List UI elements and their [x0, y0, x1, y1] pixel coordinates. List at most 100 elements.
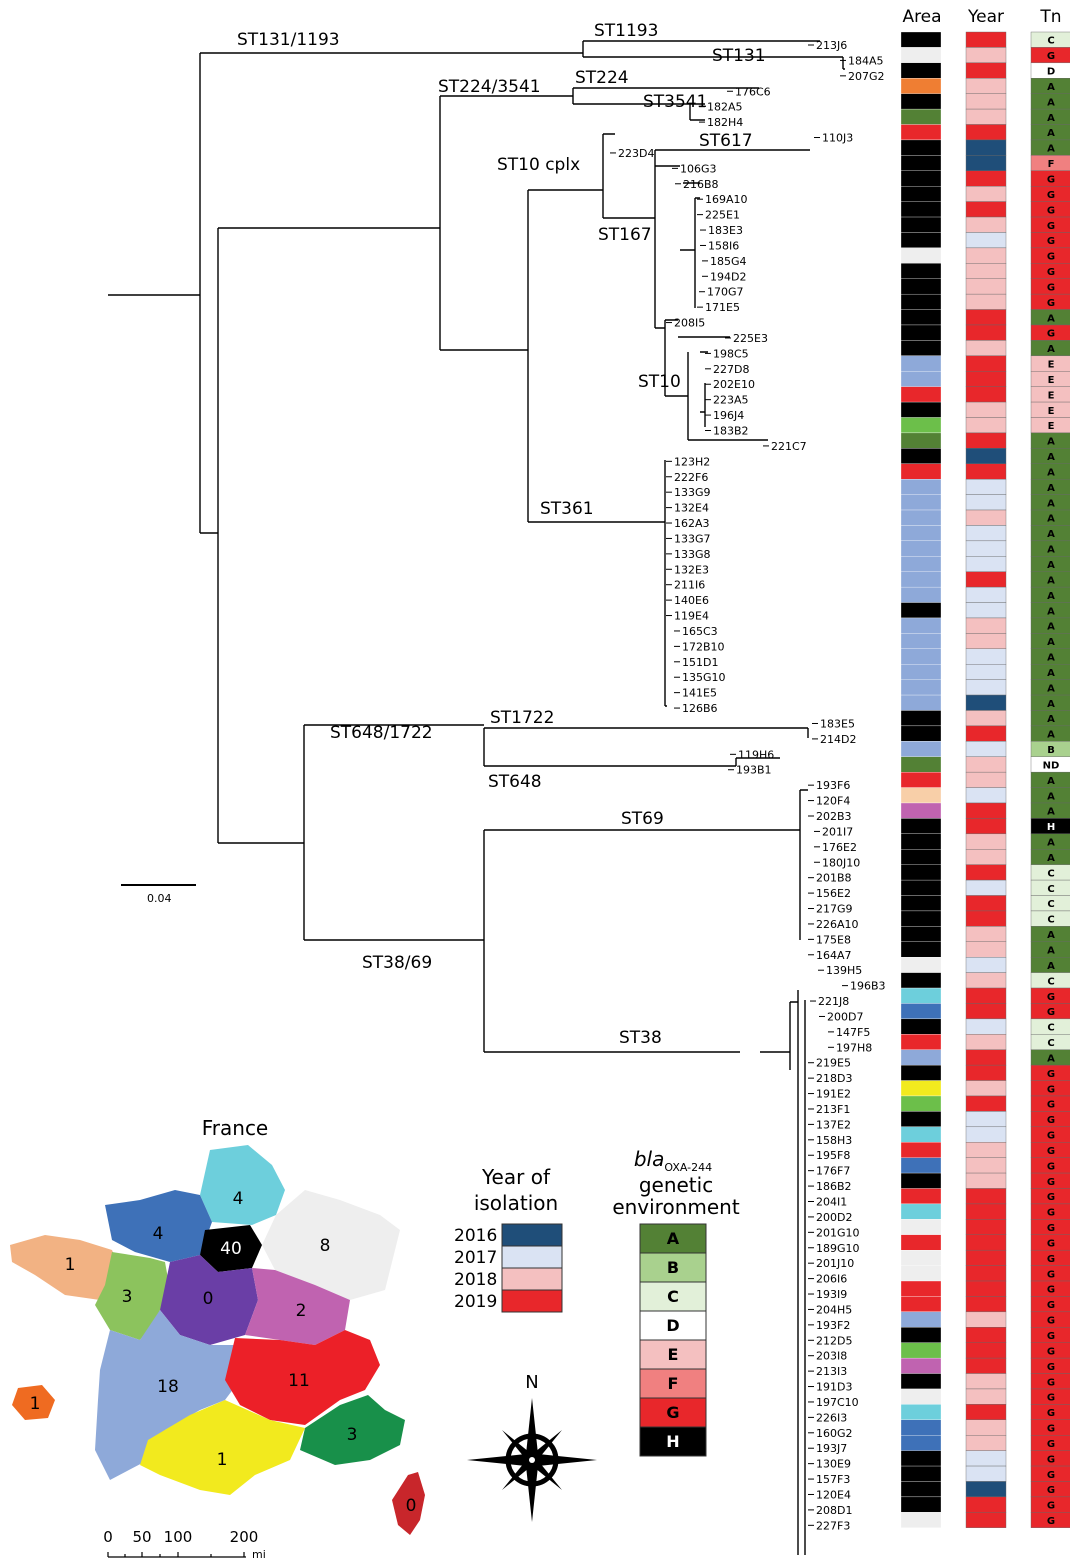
area-cell [900, 1496, 942, 1513]
count-bourgogne: 2 [296, 1301, 307, 1321]
area-cell [900, 62, 942, 79]
area-cell [900, 772, 942, 788]
tn-cell-label: A [1047, 128, 1055, 139]
leaf-label: 218D3 [816, 1072, 852, 1085]
leaf-label: 183B2 [713, 425, 749, 438]
legend-env-swatch [639, 1397, 707, 1428]
area-cell [900, 756, 942, 773]
clade-st1722: ST1722 [490, 708, 554, 728]
tn-cell-label: G [1047, 1316, 1055, 1327]
tn-cell-label: ND [1043, 760, 1060, 771]
tn-cell-label: E [1048, 360, 1055, 371]
leaf-label: 221J8 [818, 995, 849, 1008]
area-cell [900, 355, 942, 372]
year-cell [965, 556, 1007, 572]
leaf-label: 216B8 [683, 178, 719, 191]
tn-cell-label: G [1047, 1084, 1055, 1095]
map-scale-unit: mi [252, 1548, 266, 1560]
clade-st3541: ST3541 [643, 92, 707, 112]
leaf-label: 110J3 [822, 132, 853, 145]
area-cell [900, 1219, 942, 1235]
tn-cell-label: C [1047, 868, 1054, 879]
year-cell [965, 833, 1007, 850]
legend-env-swatch [639, 1310, 707, 1341]
region-nouvelle-aquitaine [95, 1310, 240, 1480]
year-cell [965, 1126, 1007, 1143]
leaf-label: 137E2 [816, 1118, 851, 1131]
area-cell [900, 401, 942, 418]
year-cell [965, 617, 1007, 634]
tn-cell-label: G [1047, 1254, 1055, 1265]
tn-cell-label: C [1047, 1038, 1054, 1049]
tn-cell-label: C [1047, 915, 1054, 926]
area-cell [900, 509, 942, 526]
legend-year-title-2: isolation [474, 1191, 558, 1215]
area-cell [900, 957, 942, 973]
tn-cell-label: B [1047, 745, 1055, 756]
year-cell [965, 771, 1007, 788]
tn-cell-label: G [1047, 1161, 1055, 1172]
tn-cell-label: A [1047, 714, 1055, 725]
area-cell [900, 371, 942, 387]
year-cell [965, 1496, 1007, 1513]
leaf-label: 183E3 [708, 224, 743, 237]
tn-cell-label: A [1047, 97, 1055, 108]
count-paca: 3 [347, 1425, 358, 1445]
leaf-label: 157F3 [816, 1473, 850, 1486]
region-corsica [392, 1472, 425, 1535]
tn-cell-label: A [1047, 498, 1055, 509]
count-pays-de-la-loire: 3 [122, 1287, 133, 1307]
area-cell [900, 864, 942, 881]
area-cell [900, 725, 942, 742]
year-cell [965, 1296, 1007, 1313]
leaf-label: 170G7 [707, 286, 744, 299]
leaf-label: 206I6 [816, 1273, 847, 1286]
area-cell [900, 571, 942, 588]
clade-st69: ST69 [621, 809, 664, 829]
leaf-label: 183E5 [820, 717, 855, 730]
year-cell [965, 1249, 1007, 1266]
legend-env-title-2: genetic [639, 1173, 713, 1197]
year-cell [965, 648, 1007, 665]
area-cell [900, 664, 942, 680]
tn-cell-label: G [1047, 1393, 1055, 1404]
leaf-label: 226I3 [816, 1411, 847, 1424]
area-cell [900, 1064, 942, 1081]
area-cell [900, 1157, 942, 1174]
year-cell [965, 586, 1007, 603]
tn-cell-label: A [1047, 437, 1055, 448]
area-cell [900, 1234, 942, 1251]
year-cell [965, 679, 1007, 696]
tn-cell-label: G [1047, 1223, 1055, 1234]
year-cell [965, 47, 1007, 64]
year-cell [965, 1203, 1007, 1220]
leaf-label: 226A10 [816, 918, 859, 931]
area-cell [900, 849, 942, 865]
tn-cell-label: G [1047, 1501, 1055, 1512]
leaf-label: 165C3 [682, 625, 718, 638]
tn-cell-label: G [1047, 1362, 1055, 1373]
tn-cell-label: A [1047, 575, 1055, 586]
clade-st1193: ST1193 [594, 21, 658, 41]
legend-env-label: F [668, 1374, 679, 1393]
tn-cell-label: G [1047, 252, 1055, 263]
legend-year-swatch [501, 1245, 563, 1269]
year-cell [965, 756, 1007, 773]
tn-cell-label: A [1047, 930, 1055, 941]
area-cell [900, 1018, 942, 1035]
region-brittany [10, 1235, 120, 1300]
leaf-label: 133G9 [674, 486, 711, 499]
legend-env-label: C [667, 1287, 679, 1306]
leaf-label: 193F2 [816, 1319, 850, 1332]
tn-cell-label: E [1048, 406, 1055, 417]
year-cell [965, 448, 1007, 464]
tn-cell-label: G [1047, 1115, 1055, 1126]
leaf-label: 204I1 [816, 1196, 847, 1209]
leaf-label: 158I6 [708, 239, 739, 252]
leaf-label: 172B10 [682, 640, 725, 653]
tn-cell-label: D [1047, 67, 1055, 78]
tn-cell-label: G [1047, 298, 1055, 309]
leaf-label: 184A5 [848, 54, 884, 67]
tn-cell-label: G [1047, 1208, 1055, 1219]
area-cell [900, 1388, 942, 1405]
